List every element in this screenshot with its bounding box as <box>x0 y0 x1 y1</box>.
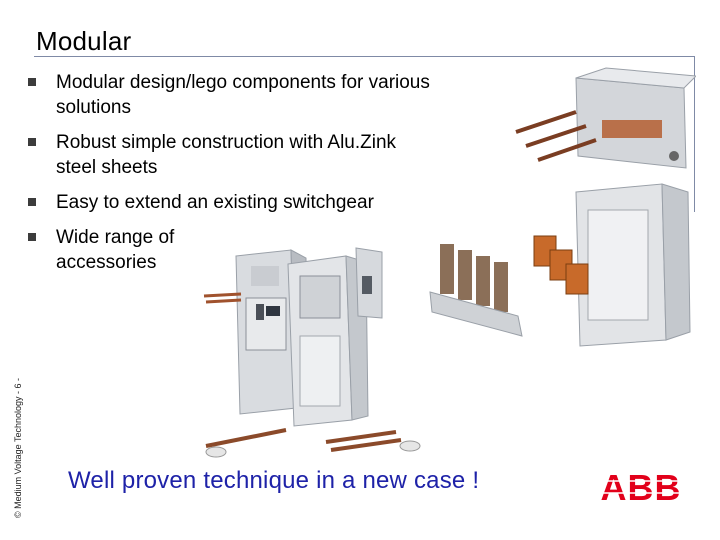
bullet-item: Robust simple construction with Alu.Zink… <box>22 130 416 180</box>
slide-title: Modular <box>36 26 132 56</box>
svg-text:ABB: ABB <box>601 469 682 505</box>
bullet-text: Robust simple construction with Alu.Zink… <box>56 132 397 178</box>
title-rule-vertical <box>694 56 695 212</box>
abb-logo: ABB <box>596 469 686 505</box>
bullet-text: Easy to extend an existing switchgear <box>56 192 374 213</box>
bullet-square-icon <box>28 233 36 241</box>
slogan-text: Well proven technique in a new case ! <box>68 467 480 494</box>
title-rule <box>34 56 694 57</box>
bullet-item: Easy to extend an existing switchgear <box>22 190 476 215</box>
bullet-item: Modular design/lego components for vario… <box>22 70 436 120</box>
bullet-square-icon <box>28 198 36 206</box>
bullet-item: Wide range of accessories <box>22 225 226 275</box>
switchgear-cabinets-photo <box>203 247 421 458</box>
bullet-square-icon <box>28 138 36 146</box>
bullet-text: Modular design/lego components for vario… <box>56 72 430 118</box>
bullet-list: Modular design/lego components for vario… <box>22 70 442 285</box>
bullet-text: Wide range of accessories <box>56 227 175 273</box>
copyright-footer: © Medium Voltage Technology - 6 - <box>13 377 23 518</box>
bullet-square-icon <box>28 78 36 86</box>
exploded-components-photo <box>429 67 696 347</box>
